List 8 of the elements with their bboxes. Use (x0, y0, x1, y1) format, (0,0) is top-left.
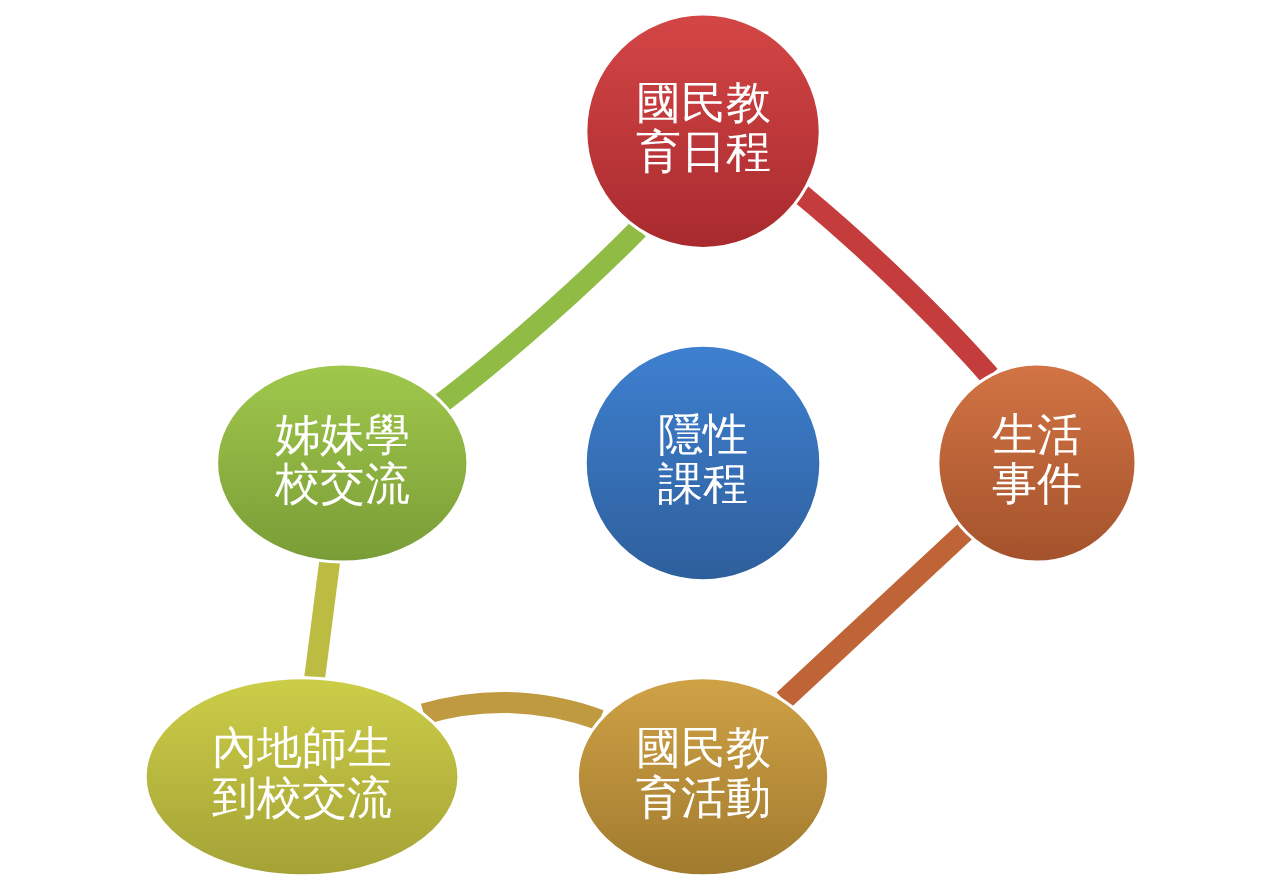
connector (794, 186, 997, 383)
node-ellipse: 國民教育活動 (575, 676, 830, 878)
connector (776, 523, 972, 708)
node-ellipse: 內地師生到校交流 (143, 676, 460, 878)
node-circle: 隱性課程 (583, 343, 822, 583)
connector (435, 221, 646, 411)
connector (420, 692, 603, 730)
connector (303, 560, 340, 679)
